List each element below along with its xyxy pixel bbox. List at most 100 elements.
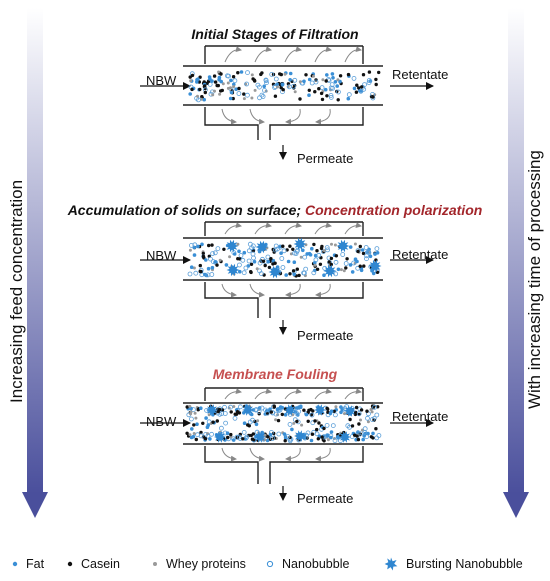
nanobubble-particle	[241, 429, 247, 435]
whey-particle	[353, 242, 357, 246]
fat-particle	[275, 407, 280, 412]
nanobubble-particle	[369, 417, 375, 422]
nanobubble-particle	[232, 78, 238, 84]
casein-particle	[344, 266, 348, 270]
fat-particle	[309, 438, 314, 443]
nanobubble-particle	[222, 411, 228, 416]
casein-particle	[304, 73, 308, 77]
casein-particle	[190, 87, 194, 92]
fat-particle	[196, 244, 200, 249]
nanobubble-particle	[316, 252, 322, 258]
permeate-flow-arrow	[315, 447, 331, 462]
casein-particle	[356, 437, 361, 442]
fat-particle	[290, 427, 294, 432]
fat-particle	[339, 405, 343, 409]
nanobubble-particle	[250, 251, 256, 257]
permeate-flow-arrow	[344, 388, 362, 400]
fat-particle	[288, 78, 292, 82]
casein-particle	[212, 74, 217, 78]
permeate-flow-arrow	[315, 283, 331, 298]
fat-particle	[206, 266, 211, 271]
nanobubble-particle	[314, 431, 320, 437]
legend-item-bursting-nanobubble: Bursting Nanobubble	[384, 557, 523, 571]
permeate-flow-arrow	[249, 108, 265, 125]
fat-particle	[338, 79, 342, 84]
legend-label: Whey proteins	[166, 557, 246, 571]
whey-particle	[321, 78, 325, 82]
fat-particle	[202, 97, 206, 102]
nanobubble-particle	[259, 405, 265, 411]
fat-particle	[268, 407, 272, 412]
bursting-nanobubble-icon	[384, 557, 398, 571]
nanobubble-particle	[358, 88, 364, 94]
whey-particle	[293, 90, 297, 94]
casein-particle	[297, 273, 301, 278]
bursting-nanobubble-mark	[314, 404, 326, 416]
fat-particle	[330, 72, 335, 76]
casein-particle	[338, 74, 343, 78]
fat-particle	[190, 427, 194, 431]
fat-particle	[199, 406, 203, 411]
casein-particle	[213, 80, 218, 84]
casein-particle	[316, 437, 320, 441]
fat-particle	[238, 269, 242, 274]
whey-particle	[226, 81, 230, 85]
fat-particle	[333, 80, 338, 84]
housing-bottom-left	[204, 282, 259, 318]
nanobubble-particle	[246, 248, 252, 254]
stage3-retentate-label: Retentate	[392, 409, 449, 424]
whey-particle	[217, 70, 221, 74]
nanobubble-particle	[319, 85, 325, 90]
casein-particle	[319, 256, 323, 260]
fat-particle	[339, 410, 343, 415]
casein-particle	[322, 426, 326, 431]
nanobubble-particle	[324, 422, 330, 428]
casein-particle	[367, 70, 372, 74]
fat-particle	[298, 405, 303, 410]
casein-particle	[320, 97, 325, 102]
stage2-permeate-label: Permeate	[297, 328, 354, 343]
fat-particle	[266, 259, 271, 264]
nanobubble-particle	[215, 246, 221, 252]
fat-particle	[200, 242, 204, 247]
whey-particle	[196, 94, 199, 98]
nanobubble-particle	[301, 270, 307, 276]
nanobubble-particle	[313, 79, 319, 85]
nanobubble-particle	[255, 82, 261, 88]
whey-particle	[229, 86, 232, 90]
casein-particle	[198, 263, 202, 268]
stage1-retentate-label: Retentate	[392, 67, 449, 82]
casein-particle	[215, 83, 219, 88]
whey-particle	[289, 252, 293, 256]
whey-particle	[250, 96, 254, 100]
fat-particle	[283, 413, 288, 417]
whey-particle	[218, 92, 222, 96]
casein-particle	[215, 419, 219, 423]
nanobubble-particle	[340, 252, 346, 257]
nanobubble-particle	[273, 76, 279, 82]
nanobubble-particle	[346, 92, 352, 97]
casein-particle	[267, 265, 272, 270]
fat-particle	[329, 409, 334, 414]
casein-particle	[273, 261, 277, 265]
fat-particle	[210, 265, 215, 270]
nanobubble-particle	[366, 250, 372, 256]
housing-bottom-left	[204, 446, 259, 484]
fat-particle	[308, 253, 313, 257]
casein-particle	[237, 86, 241, 91]
casein-particle	[348, 417, 352, 422]
permeate-flow-arrow	[344, 46, 362, 63]
fat-particle	[335, 84, 340, 88]
nanobubble-particle	[188, 416, 194, 422]
casein-particle	[360, 85, 364, 89]
nanobubble-particle	[264, 80, 269, 86]
nanobubble-particle	[276, 431, 282, 437]
stage1-permeate-label: Permeate	[297, 151, 354, 166]
casein-particle	[361, 73, 366, 77]
fat-particle	[213, 260, 218, 264]
fat-particle	[242, 421, 247, 426]
nanobubble-particle	[294, 411, 300, 417]
casein-particle	[215, 263, 219, 267]
housing-bottom-right	[269, 107, 364, 140]
